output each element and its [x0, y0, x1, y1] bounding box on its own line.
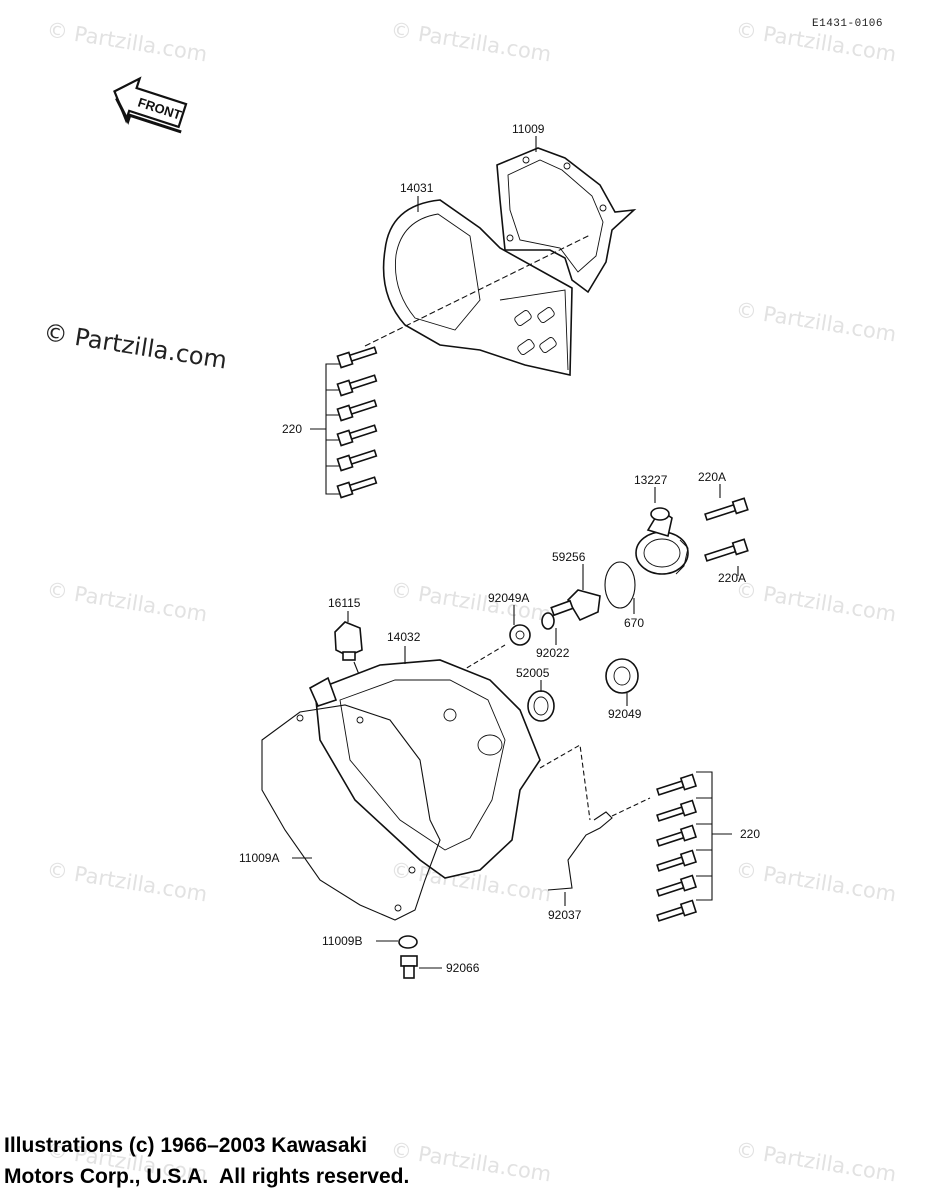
part-label-14032: 14032 — [387, 630, 421, 644]
seal-52005-drawing — [527, 690, 555, 722]
bolts-220-top-drawing — [336, 346, 378, 499]
part-label-13227: 13227 — [634, 473, 668, 487]
part-label-92037: 92037 — [548, 908, 582, 922]
diagram-code: E1431-0106 — [812, 18, 884, 30]
copyright-notice: Illustrations (c) 1966–2003 Kawasaki Mot… — [4, 1130, 409, 1192]
part-label-92049: 92049 — [608, 707, 642, 721]
cap-16115-drawing — [334, 621, 363, 661]
part-label-220A-bottom: 220A — [718, 571, 746, 585]
bearing-92049A-drawing — [509, 624, 531, 646]
drain-bolt-92066-drawing — [400, 955, 418, 979]
copyright-line-1: Illustrations (c) 1966–2003 Kawasaki — [4, 1134, 368, 1157]
clutch-cover-14032-drawing — [308, 659, 541, 879]
part-label-92066: 92066 — [446, 961, 480, 975]
part-label-220-bottom: 220 — [740, 827, 760, 841]
part-label-670: 670 — [624, 616, 644, 630]
washer-11009B-drawing — [398, 935, 418, 949]
part-label-220A-top: 220A — [698, 470, 726, 484]
part-label-11009B: 11009B — [322, 934, 362, 948]
clip-92037-drawing — [547, 811, 613, 891]
gasket-11009A-drawing — [261, 704, 441, 921]
gasket-11009-drawing — [496, 147, 637, 294]
part-label-92022: 92022 — [536, 646, 570, 660]
copyright-line-2: Motors Corp., U.S.A. All rights reserved… — [4, 1165, 410, 1188]
part-label-14031: 14031 — [400, 181, 434, 195]
part-label-16115: 16115 — [328, 596, 361, 610]
part-label-92049A: 92049A — [488, 591, 529, 605]
seal-92049-drawing — [605, 658, 639, 694]
bolts-220A-drawing — [704, 497, 749, 562]
magneto-cover-14031-drawing — [382, 199, 573, 376]
part-label-11009A: 11009A — [239, 851, 279, 865]
washer-92022-drawing — [541, 612, 555, 630]
part-label-11009: 11009 — [512, 122, 545, 136]
part-label-59256: 59256 — [552, 550, 586, 564]
part-label-220-top: 220 — [282, 422, 302, 436]
pump-cover-13227-drawing — [635, 507, 689, 575]
bolts-220-bottom-drawing — [656, 773, 698, 922]
front-arrow-icon: FRONT — [113, 76, 188, 134]
o-ring-670-drawing — [604, 561, 636, 609]
impeller-59256-drawing — [550, 589, 601, 622]
part-label-52005: 52005 — [516, 666, 550, 680]
